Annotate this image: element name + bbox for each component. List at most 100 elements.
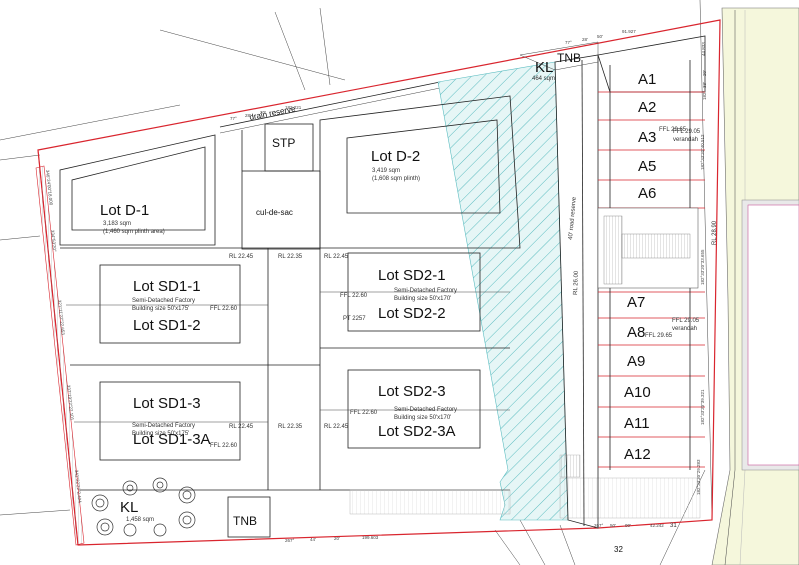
lot-d2-name: Lot D-2 <box>371 148 420 165</box>
bearing-deg: 182° <box>702 90 707 100</box>
kl-bottom-area: 1,458 sqm <box>126 517 154 523</box>
unit-label: A11 <box>624 415 650 432</box>
stp-label: STP <box>272 136 295 150</box>
ffl-label: FFL 29.05 <box>672 318 700 324</box>
sd2-3-factory-line1: Semi-Detached Factory <box>394 407 457 413</box>
bearing-right: 182°33'20"33.655 <box>700 249 705 285</box>
ffl-label: FFL 29.65 <box>659 127 687 133</box>
unit-label: A6 <box>638 185 656 202</box>
ffl-label: FFL 22.60 <box>210 443 238 449</box>
tnb-top-label: TNB <box>557 51 581 65</box>
unit-label: A2 <box>638 99 656 116</box>
road-reserve-label: 40' road reserve <box>568 196 578 240</box>
lot-d2-note: (1,608 sqm plinth) <box>372 176 420 182</box>
bearing-min: 28' <box>245 113 251 118</box>
lot-d1 <box>59 134 216 246</box>
page-number: 32 <box>614 545 623 554</box>
bearing-sec: 20' <box>334 536 340 541</box>
bearing-deg: 77° <box>565 40 572 45</box>
unit-label: A10 <box>624 384 651 401</box>
lot-sd1-3a-name: Lot SD1-3A <box>133 431 211 448</box>
lot-sd1-block <box>60 247 320 491</box>
bearing-deg: 77° <box>230 116 237 121</box>
bearing-right: 182°33'20"29.283 <box>696 459 701 495</box>
bearing-min: 33' <box>702 82 707 88</box>
unit-label: A1 <box>638 71 656 88</box>
bearing-sec: 20' <box>260 110 266 115</box>
lot-sd1-3-name: Lot SD1-3 <box>133 395 201 412</box>
unit-label: A9 <box>627 353 645 370</box>
rl-label: RL 22.35 <box>278 254 303 260</box>
bearing-deg: 267° <box>285 538 295 543</box>
lot-d1-name: Lot D-1 <box>100 202 149 219</box>
rl-label: RL 22.45 <box>324 254 349 260</box>
lot-d2 <box>319 95 521 249</box>
bearing-right: 182°33'20"39.321 <box>700 389 705 425</box>
rl-label: RL 22.35 <box>278 424 303 430</box>
bearing-sec: 50' <box>597 34 603 39</box>
bearing-dist: 199.603 <box>362 535 379 540</box>
lot-sd2-2-name: Lot SD2-2 <box>378 305 446 322</box>
bearing-right: 182°33'20"40.512 <box>700 134 705 170</box>
unit-label: A12 <box>624 446 651 463</box>
bearing-sec: 00' <box>625 523 631 528</box>
lot-d1-area: 3,183 sqm <box>103 221 131 227</box>
bearing-min: 50' <box>610 523 616 528</box>
ffl-label: FFL 22.60 <box>350 410 378 416</box>
kl-top-block <box>519 41 599 71</box>
rl-label: RL 22.45 <box>229 424 254 430</box>
bearing-left: 337°19'22"22.101 <box>66 385 75 421</box>
unit-label: A5 <box>638 158 656 175</box>
bearing-dist: 42.242 <box>650 523 664 528</box>
bearing-min: 28' <box>582 37 588 42</box>
kl-top-area: 464 sqm <box>532 76 555 82</box>
lot-sd2-block <box>319 248 510 491</box>
tnb-bottom-label: TNB <box>233 514 257 528</box>
bearing-left: 346°24'00"18.000 <box>45 170 54 206</box>
kl-bottom-label: KL <box>120 499 138 516</box>
bearing-mark: 31 <box>670 523 677 529</box>
bearing-dist: 182.221 <box>285 105 302 110</box>
bearing-left: 334°53'20" <box>50 230 57 253</box>
rl-28-label: RL 28.90 <box>712 220 718 245</box>
unit-labels: A1 A2 A3 A5 A6 A7 A8 A9 A10 A11 A12 <box>624 71 656 463</box>
bearing-sec: 20' <box>702 70 707 76</box>
verandah-label: verandah <box>673 137 698 143</box>
unit-label: A3 <box>638 129 656 146</box>
ffl-label: FFL 22.60 <box>340 293 368 299</box>
bottom-road-strip <box>349 489 511 515</box>
lot-sd2-3-name: Lot SD2-3 <box>378 383 446 400</box>
lot-d2-area: 3,419 sqm <box>372 168 400 174</box>
sd1-3-factory-line1: Semi-Detached Factory <box>132 423 195 429</box>
road-reserve <box>554 54 599 529</box>
left-boundary-strip <box>35 165 85 546</box>
lot-sd2-1-name: Lot SD2-1 <box>378 267 446 284</box>
bearing-left: 341°22'22"2.424 <box>74 470 82 504</box>
right-road-band <box>711 7 799 565</box>
bearing-dist: 91.927 <box>622 29 636 34</box>
lot-d1-note: (1,460 sqm plinth area) <box>103 229 165 235</box>
rl-label: RL 22.45 <box>229 254 254 260</box>
kl-bottom-trees <box>91 477 196 537</box>
sd2-1-factory-line1: Semi-Detached Factory <box>394 288 457 294</box>
surrounding-lines <box>0 0 713 565</box>
lot-sd2-3a-name: Lot SD2-3A <box>378 423 456 440</box>
sd1-1-factory-line1: Semi-Detached Factory <box>132 298 195 304</box>
unit-label: A8 <box>627 324 645 341</box>
tnb-bottom-block <box>227 496 271 538</box>
bearing-right-top: 44.833 <box>701 42 706 56</box>
bearing-deg: 267° <box>594 523 604 528</box>
bearing-left: 321°11'22"22.653 <box>57 300 66 336</box>
lot-sd1-1-name: Lot SD1-1 <box>133 278 201 295</box>
sd2-1-factory-line2: Building size 50'x170' <box>394 296 451 302</box>
terrace-units <box>597 35 706 470</box>
verandah-label: verandah <box>672 326 697 332</box>
rl-26-label: RL 26.00 <box>573 270 580 295</box>
open-space-hatch <box>437 61 569 521</box>
sd2-3-factory-line2: Building size 50'x170' <box>394 415 451 421</box>
bearing-min: 44' <box>310 537 316 542</box>
rl-label: RL 22.45 <box>324 424 349 430</box>
ffl-label: FFL 29.05 <box>673 129 701 135</box>
pt-label: PT 2257 <box>343 316 366 322</box>
